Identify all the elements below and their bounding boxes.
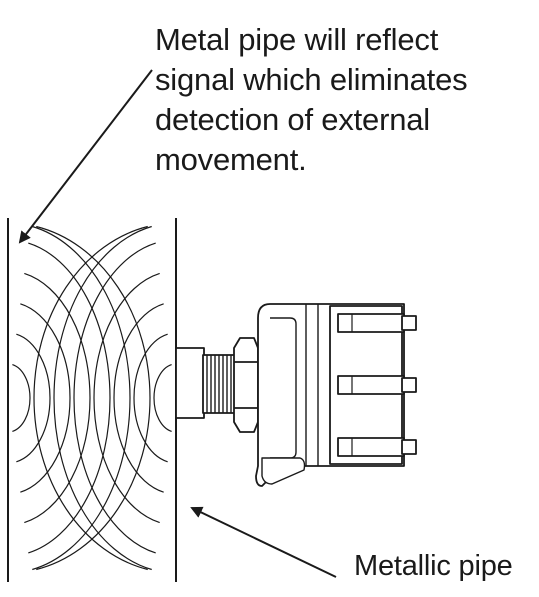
signal-wave-arc	[16, 333, 51, 463]
signal-wave-arc	[73, 242, 156, 554]
signal-wave-arc	[93, 272, 160, 524]
reflection-note-line-1: Metal pipe will reflect	[155, 22, 439, 57]
signal-wave-arc	[33, 225, 148, 571]
metallic-pipe-label: Metallic pipe	[354, 550, 513, 582]
signal-wave-arc	[36, 225, 151, 571]
pipe-arrow-icon	[190, 506, 337, 578]
signal-wave-arc	[20, 303, 71, 493]
signal-wave-arc	[12, 364, 31, 432]
signal-waves	[12, 225, 172, 571]
reflect-arrow-icon	[18, 69, 153, 244]
reflection-note: Metal pipe will reflect signal which eli…	[155, 20, 535, 180]
signal-wave-arc	[113, 303, 164, 493]
sensor-icon	[175, 303, 417, 487]
reflection-note-line-3: detection of external	[155, 102, 430, 137]
signal-wave-arc	[32, 225, 131, 571]
signal-wave-arc	[28, 242, 111, 554]
reflection-note-line-4: movement.	[155, 142, 307, 177]
reflection-note-line-2: signal which eliminates	[155, 62, 468, 97]
signal-wave-arc	[24, 272, 91, 524]
signal-wave-arc	[53, 225, 152, 571]
signal-wave-arc	[153, 364, 172, 432]
signal-wave-arc	[133, 333, 168, 463]
